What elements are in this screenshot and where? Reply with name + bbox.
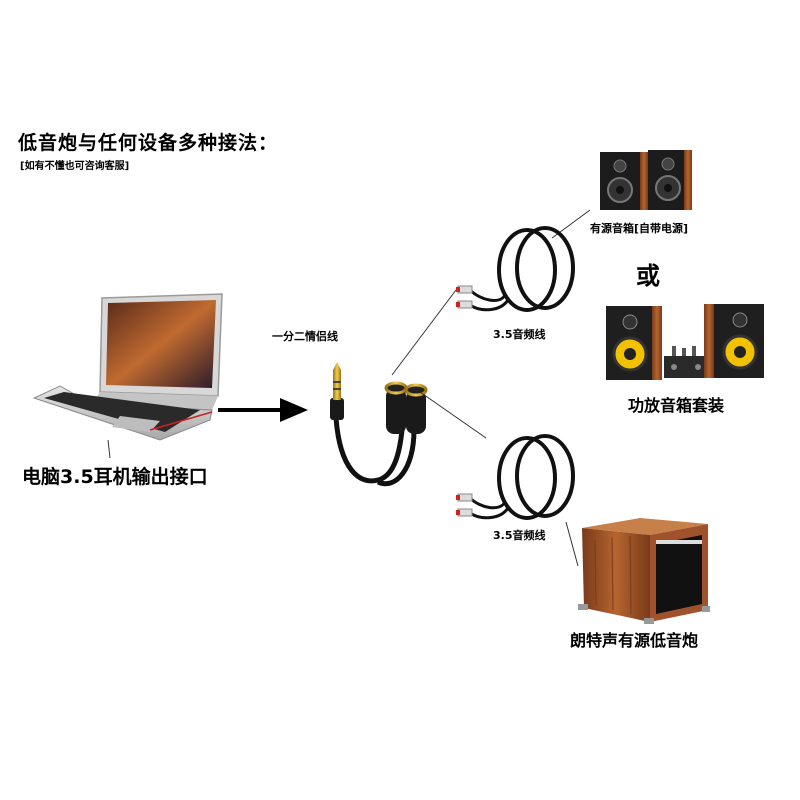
splitter-cable-icon xyxy=(330,362,428,487)
rca-cable-bottom-icon xyxy=(456,434,575,520)
amp-set-label: 功放音箱套装 xyxy=(628,396,725,415)
subwoofer-icon xyxy=(578,518,710,624)
page-subtitle: [如有不懂也可咨询客服] xyxy=(20,161,130,172)
page-title: 低音炮与任何设备多种接法： xyxy=(18,132,279,154)
rca-cable-top-icon xyxy=(456,226,575,312)
speaker-pair-icon xyxy=(600,150,692,210)
laptop-icon xyxy=(32,293,223,441)
subwoofer-label: 朗特声有源低音炮 xyxy=(570,631,699,650)
arrow-right-icon xyxy=(218,398,308,422)
cable-bottom-label: 3.5音频线 xyxy=(493,529,546,542)
cable-top-label: 3.5音频线 xyxy=(493,328,546,341)
splitter-label: 一分二情侣线 xyxy=(272,330,338,343)
amplifier-set-icon xyxy=(606,304,764,380)
active-speakers-label: 有源音箱[自带电源] xyxy=(590,222,689,235)
laptop-label: 电脑3.5耳机输出接口 xyxy=(22,466,208,488)
or-label: 或 xyxy=(636,262,660,290)
